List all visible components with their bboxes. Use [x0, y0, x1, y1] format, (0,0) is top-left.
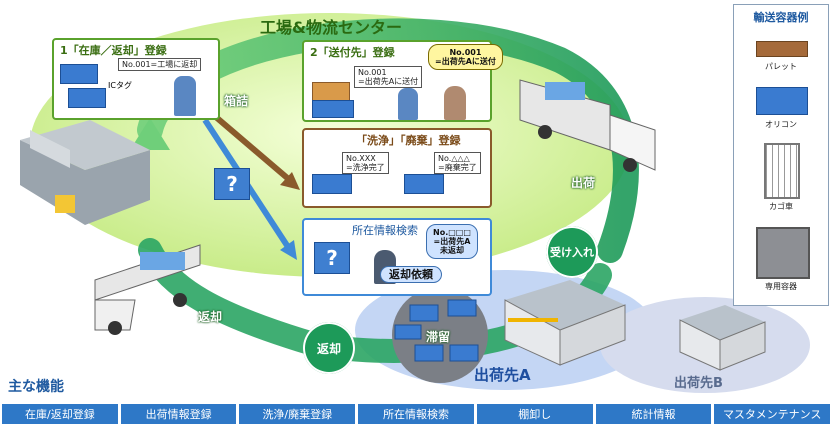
panel-stock-return-title: 1「在庫／返却」登録	[60, 44, 167, 57]
legend: 輸送容器例 パレット オリコン カゴ車 専用容器	[733, 4, 829, 306]
return-label-truck: 返却	[198, 310, 223, 324]
container-icon	[60, 64, 98, 84]
return-request-bubble: 返却依頼	[380, 266, 442, 283]
worker-icon	[398, 88, 418, 120]
panel-destination: 2「送付先」登録 No.001 =出荷先Aに送付 No.001 =出荷先Aに送付	[302, 40, 503, 122]
dispose-tag: No.△△△ =廃棄完了	[434, 152, 481, 174]
unknown-container-icon: ?	[314, 242, 350, 274]
panel-destination-tag: No.001 =出荷先Aに送付	[354, 66, 423, 88]
container-icon	[312, 100, 354, 118]
ring-arrowhead	[130, 118, 170, 150]
container-icon	[312, 174, 352, 194]
pallet-icon	[756, 41, 808, 57]
feature-statistics: 統計情報	[595, 404, 712, 424]
legend-title: 輸送容器例	[753, 11, 809, 24]
features-bar: 在庫/返却登録 出荷情報登録 洗浄/廃棄登録 所在情報検索 棚卸し 統計情報 マ…	[2, 404, 831, 424]
operator-icon	[444, 86, 466, 120]
shipping-label: 出荷	[571, 176, 596, 190]
panel-destination-title: 2「送付先」登録	[310, 46, 395, 59]
stagnation-label: 滞留	[426, 330, 451, 344]
stagnant-containers-icon	[394, 299, 479, 362]
panel-location-search-title: 所在情報検索	[352, 224, 418, 237]
destination-a-label: 出荷先A	[474, 366, 531, 384]
panel-location-search: 所在情報検索 No.□□□ =出荷先A 未返却 ?	[302, 218, 492, 296]
destination-b-label: 出荷先B	[674, 376, 723, 391]
truck-left-icon	[94, 244, 201, 335]
feature-stock-return: 在庫/返却登録	[2, 404, 118, 424]
return-circle: 返却	[303, 322, 355, 374]
container-icon	[68, 88, 106, 108]
brown-arrow	[208, 109, 294, 185]
feature-wash-dispose: 洗浄/廃棄登録	[239, 404, 356, 424]
factory-icon	[20, 120, 150, 225]
panel-wash-dispose-title: 「洗浄」「廃棄」登録	[356, 134, 461, 147]
truck-right-icon	[519, 79, 656, 172]
shop-b-icon	[679, 305, 766, 371]
ic-tag-label: ICタグ	[108, 81, 132, 90]
feature-master-maintenance: マスタメンテナンス	[714, 404, 831, 424]
page-title: 工場&物流センター	[260, 18, 402, 37]
packing-label: 箱詰	[224, 94, 249, 108]
legend-item-container: オリコン	[765, 120, 797, 129]
feature-inventory: 棚卸し	[476, 404, 593, 424]
feature-location-search: 所在情報検索	[358, 404, 474, 424]
container-icon	[404, 174, 444, 194]
legend-item-pallet: パレット	[765, 62, 797, 71]
receiving-circle: 受け入れ	[546, 226, 598, 278]
panel-destination-bubble: No.001 =出荷先Aに送付	[428, 44, 503, 70]
special-container-icon	[756, 227, 810, 279]
blue-arrowhead	[280, 240, 297, 260]
feature-shipping-info: 出荷情報登録	[120, 404, 237, 424]
unknown-container-icon: ?	[214, 168, 250, 200]
shop-a-icon	[504, 280, 626, 366]
wash-tag: No.XXX =洗浄完了	[342, 152, 389, 174]
cage-cart-icon	[764, 143, 800, 199]
features-title: 主な機能	[8, 379, 64, 395]
location-bubble: No.□□□ =出荷先A 未返却	[426, 224, 478, 259]
panel-stock-return: 1「在庫／返却」登録 No.001=工場に返却 ICタグ	[52, 38, 220, 120]
panel-stock-return-tag: No.001=工場に返却	[118, 58, 202, 71]
container-icon	[756, 87, 808, 115]
legend-item-cage-cart: カゴ車	[769, 202, 793, 211]
panel-wash-dispose: 「洗浄」「廃棄」登録 No.XXX =洗浄完了 No.△△△ =廃棄完了	[302, 128, 492, 208]
brown-arrowhead	[280, 172, 300, 190]
worker-icon	[174, 76, 196, 116]
legend-item-special: 専用容器	[765, 282, 797, 291]
